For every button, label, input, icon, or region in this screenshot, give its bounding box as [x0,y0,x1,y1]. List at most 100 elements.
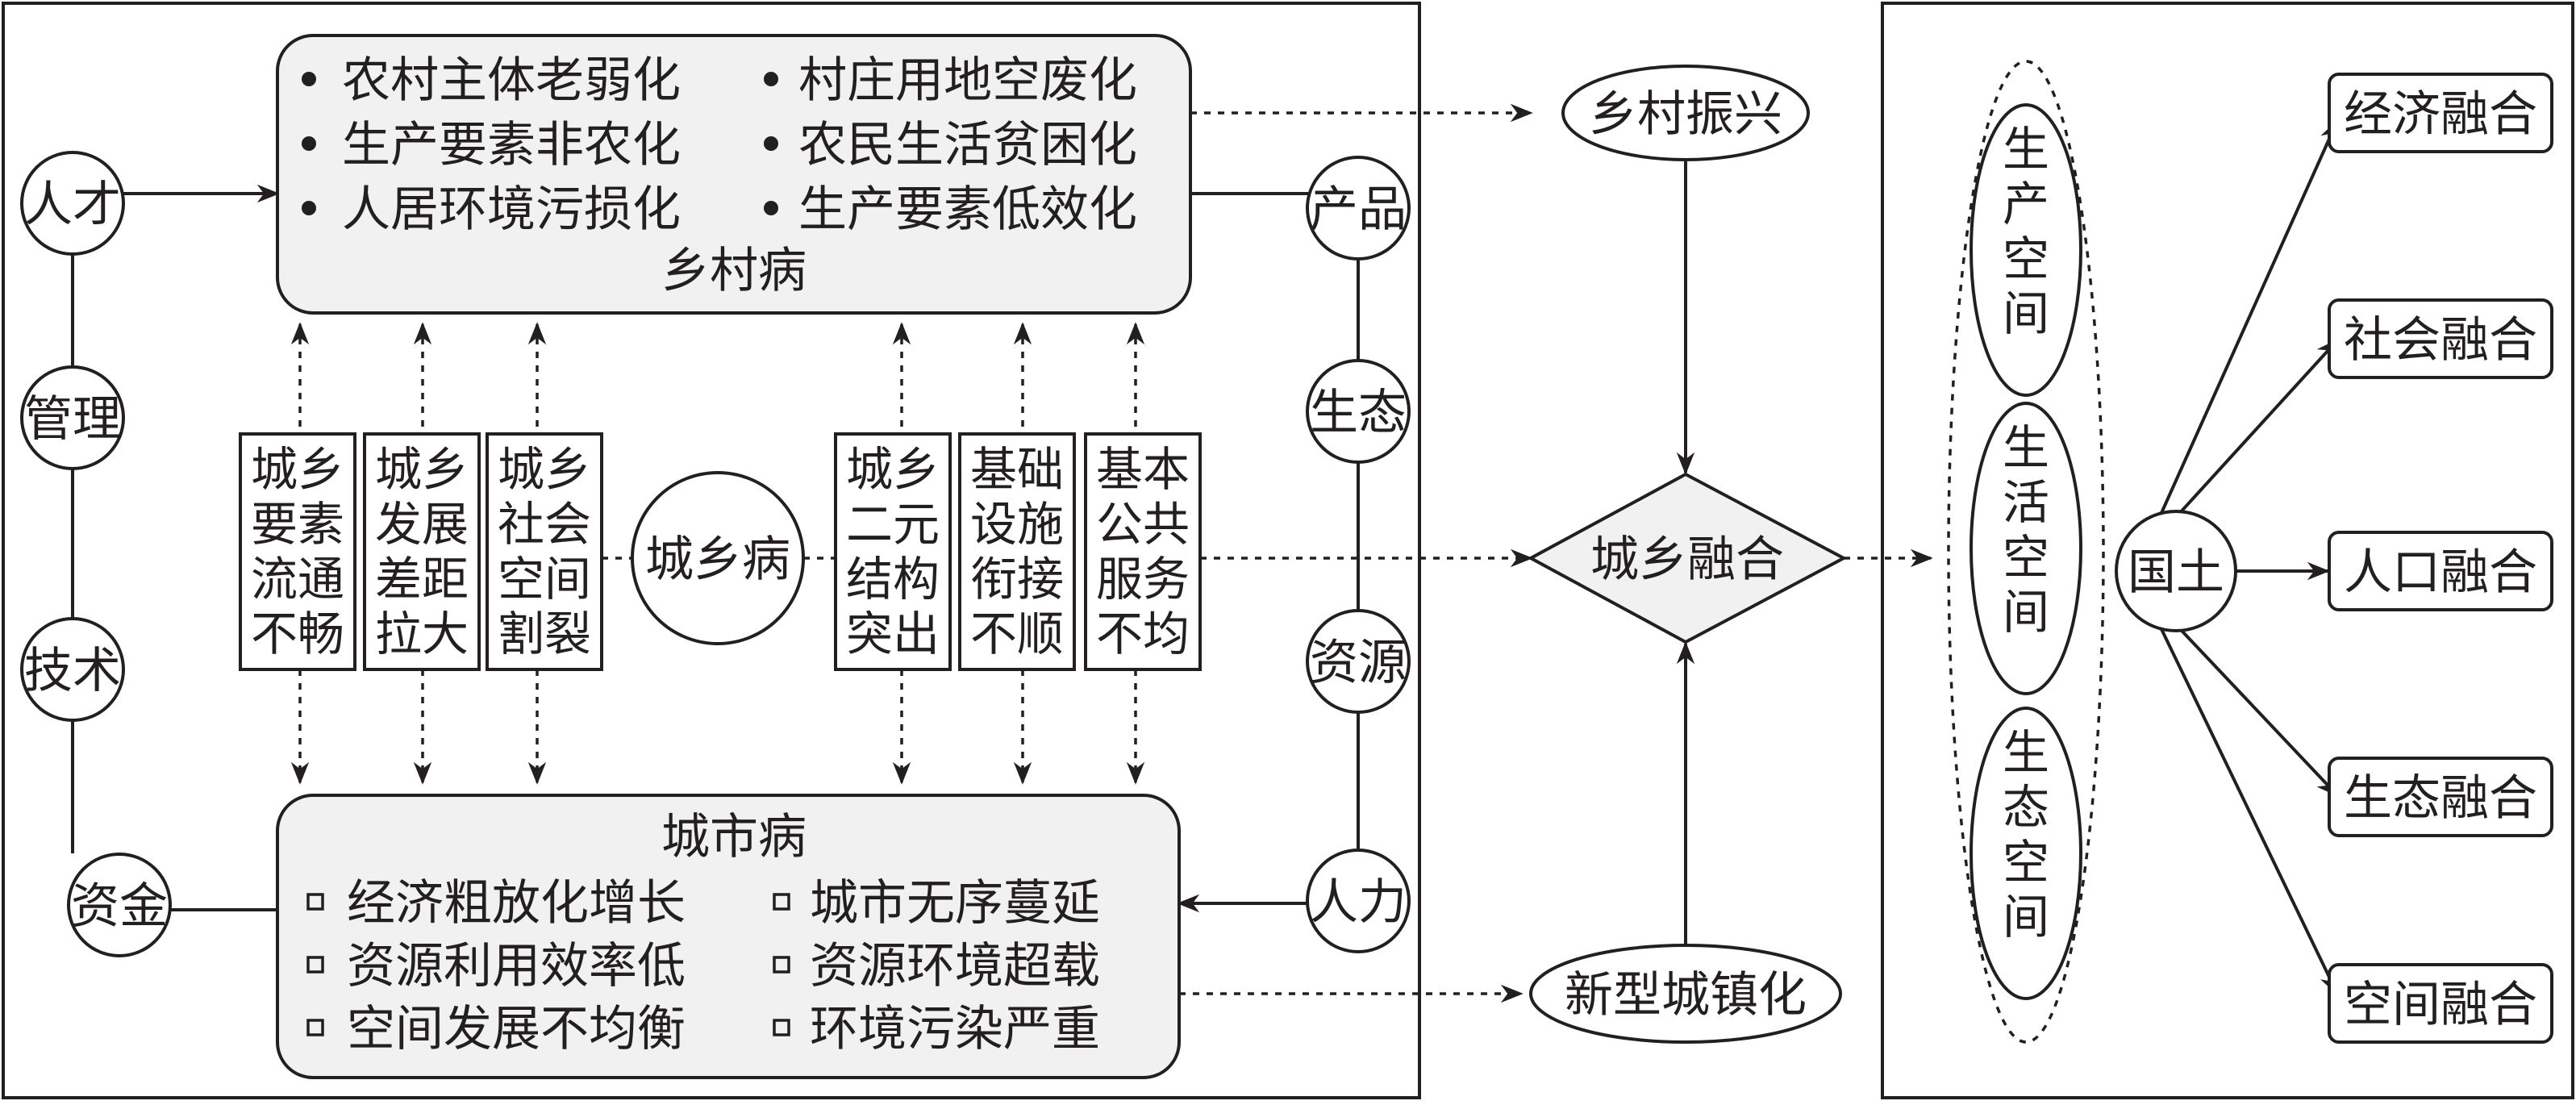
svg-text:社会: 社会 [498,497,591,552]
rural-item: 生产要素非农化 [342,117,681,173]
land-label: 国土 [2128,544,2224,601]
factor-technology: 技术 [20,617,125,722]
new-urbanization-node: 新型城镇化 [1529,944,1842,1044]
integration-node: 城乡融合 [1527,472,1848,644]
issue-column: 城乡 要素 流通 不畅 [239,432,356,671]
urban-item: 资源利用效率低 [347,938,686,994]
left-frame [2,2,1421,1099]
svg-text:不顺: 不顺 [970,607,1064,661]
svg-text:空间: 空间 [498,552,591,607]
urban-title: 城市病 [661,809,807,865]
svg-text:空: 空 [2003,835,2049,890]
rural-item: 农村主体老弱化 [342,52,681,109]
new-urbanization-label: 新型城镇化 [1565,967,1807,1024]
fusion-box: 人口融合 [2328,531,2553,611]
svg-text:生: 生 [2003,725,2049,780]
svg-text:拉大: 拉大 [375,607,469,661]
svg-text:空间融合: 空间融合 [2344,977,2537,1033]
issue-arrows [290,322,1145,785]
center-disease: 城乡病 [631,471,805,645]
space-node: 生 态 空 间 [1970,707,2082,1000]
issue-column: 城乡 发展 差距 拉大 [363,432,481,671]
rural-title: 乡村病 [661,243,807,299]
factor-product: 产品 [1306,156,1411,261]
factor-resources-label: 资源 [1310,635,1407,691]
urban-item: 城市无序蔓延 [810,875,1100,932]
urban-item: 空间发展不均衡 [347,1001,686,1057]
svg-text:公共: 公共 [1096,497,1190,552]
land-node: 国土 [2115,510,2237,632]
svg-text:生: 生 [2003,420,2049,475]
rural-disease-box: 农村主体老弱化 村庄用地空废化 生产要素非农化 农民生活贫困化 人居环境污损化 … [276,34,1192,315]
svg-text:结构: 结构 [846,552,940,607]
factor-labor-label: 人力 [1310,874,1407,931]
urban-disease-box: 城市病 经济粗放化增长 城市无序蔓延 资源利用效率低 资源环境超载 空间发展不均… [276,794,1181,1079]
factor-capital-label: 资金 [71,878,168,935]
svg-text:经济融合: 经济融合 [2344,86,2537,143]
right-frame [1881,2,2574,1099]
rural-item: 人居环境污损化 [342,181,681,238]
spaces-dashed-ellipse [1947,60,2105,1044]
space-node: 生 活 空 间 [1970,402,2082,695]
fusion-box: 生态融合 [2328,757,2553,837]
rural-item: 村庄用地空废化 [798,52,1137,109]
svg-text:人口融合: 人口融合 [2344,544,2537,601]
svg-text:发展: 发展 [375,497,469,552]
fusion-box: 空间融合 [2328,963,2553,1044]
factor-capital: 资金 [67,853,172,957]
svg-text:割裂: 割裂 [498,607,591,661]
svg-text:基本: 基本 [1096,442,1190,497]
factor-talent: 人才 [20,151,125,256]
issue-column: 城乡 二元 结构 突出 [834,432,952,671]
factor-ecology-label: 生态 [1310,385,1407,441]
issue-column: 城乡 社会 空间 割裂 [486,432,603,671]
rural-item: 农民生活贫困化 [798,117,1137,173]
svg-text:态: 态 [2003,780,2049,835]
issue-column: 基础 设施 衔接 不顺 [958,432,1076,671]
svg-text:不均: 不均 [1096,607,1190,661]
urban-item: 环境污染严重 [810,1001,1100,1057]
factor-labor: 人力 [1306,849,1411,953]
urban-item: 资源环境超载 [810,938,1100,994]
svg-text:要素: 要素 [251,497,344,552]
svg-text:城乡: 城乡 [498,442,591,497]
svg-text:产: 产 [2003,177,2049,231]
factor-management-label: 管理 [24,391,121,448]
rural-revival-label: 乡村振兴 [1589,86,1782,143]
rural-revival-node: 乡村振兴 [1561,65,1810,161]
svg-text:间: 间 [2003,890,2049,944]
svg-text:不畅: 不畅 [251,607,344,661]
svg-text:基础: 基础 [970,442,1064,497]
svg-text:空: 空 [2003,231,2049,286]
fusion-box: 经济融合 [2328,73,2553,153]
svg-text:设施: 设施 [970,497,1064,552]
svg-text:社会融合: 社会融合 [2344,312,2537,369]
space-node: 生 产 空 间 [1970,103,2082,397]
svg-text:生态融合: 生态融合 [2344,770,2537,827]
urban-item: 经济粗放化增长 [347,875,686,932]
factor-ecology: 生态 [1306,359,1411,464]
svg-text:衔接: 衔接 [970,552,1064,607]
svg-text:空: 空 [2003,530,2049,585]
svg-text:服务: 服务 [1096,552,1190,607]
factor-product-label: 产品 [1310,181,1407,238]
factor-resources: 资源 [1306,609,1411,714]
integration-label: 城乡融合 [1590,532,1784,588]
svg-text:差距: 差距 [375,552,469,607]
svg-text:城乡: 城乡 [251,442,344,497]
svg-text:间: 间 [2003,286,2049,341]
center-label: 城乡病 [645,532,790,588]
factor-technology-label: 技术 [24,643,121,699]
fusion-box: 社会融合 [2328,298,2553,379]
factor-management: 管理 [20,365,125,470]
svg-text:间: 间 [2003,585,2049,640]
svg-text:生: 生 [2003,122,2049,177]
svg-text:突出: 突出 [846,607,940,661]
svg-text:城乡: 城乡 [846,442,940,497]
rural-item: 生产要素低效化 [798,181,1137,238]
factor-talent-label: 人才 [24,177,121,233]
svg-text:城乡: 城乡 [375,442,469,497]
svg-text:活: 活 [2003,475,2049,530]
svg-text:二元: 二元 [846,497,940,552]
